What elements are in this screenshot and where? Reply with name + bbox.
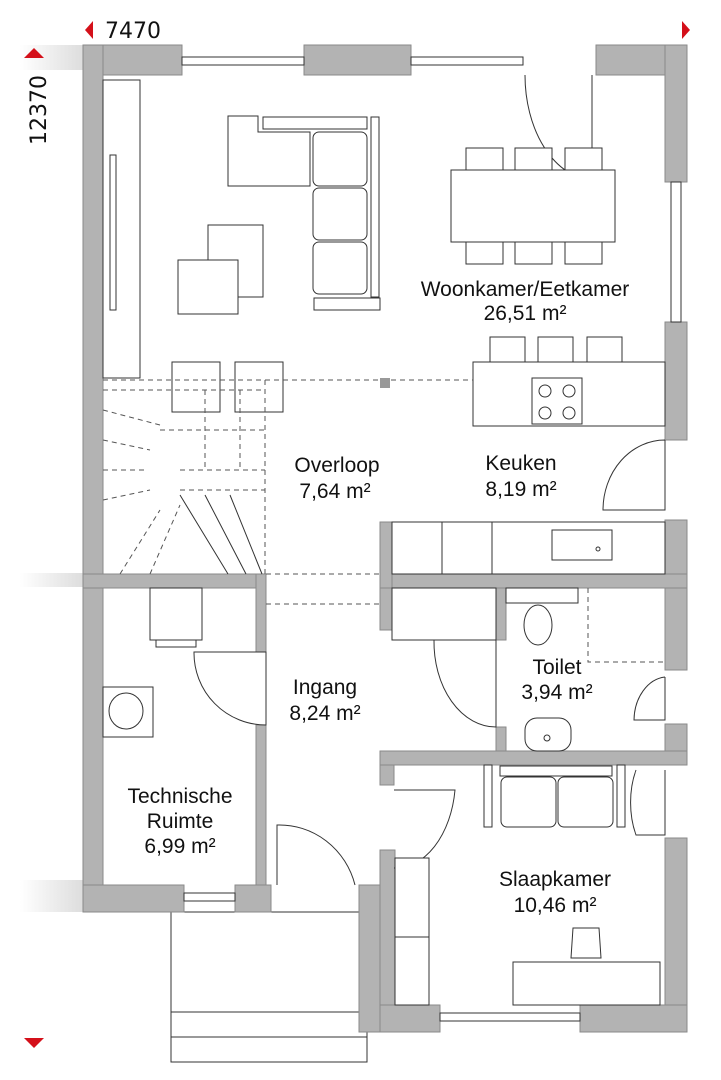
room-ingang: Ingang 8,24 m²	[289, 676, 360, 725]
width-dimension: 7470	[105, 19, 161, 44]
room-name-line2: Ruimte	[147, 810, 214, 833]
room-area: 3,94 m²	[521, 681, 592, 704]
room-name: Overloop	[294, 454, 379, 477]
room-name: Keuken	[485, 452, 556, 475]
staircase	[102, 380, 266, 575]
room-area: 7,64 m²	[299, 480, 370, 503]
room-area: 8,19 m²	[485, 478, 556, 501]
dimension-arrow-right-icon	[682, 21, 690, 39]
room-area: 10,46 m²	[514, 894, 597, 917]
room-area: 8,24 m²	[289, 702, 360, 725]
room-woonkamer: Woonkamer/Eetkamer 26,51 m²	[421, 278, 630, 325]
room-name: Toilet	[532, 656, 581, 679]
shade-mid	[20, 573, 83, 587]
windows	[181, 56, 682, 1022]
room-name: Woonkamer/Eetkamer	[421, 278, 630, 301]
room-technische-ruimte: Technische Ruimte 6,99 m²	[127, 785, 232, 858]
dimension-arrow-left-icon	[85, 21, 93, 39]
room-name: Ingang	[293, 676, 357, 699]
room-overloop: Overloop 7,64 m²	[294, 454, 379, 503]
furniture	[102, 79, 666, 1006]
room-area: 6,99 m²	[144, 835, 215, 858]
room-name: Slaapkamer	[499, 868, 611, 891]
room-slaapkamer: Slaapkamer 10,46 m²	[499, 868, 611, 917]
dimension-arrow-up-icon	[24, 48, 44, 58]
room-name: Technische	[127, 785, 232, 808]
shade-bottom	[20, 880, 83, 912]
depth-dimension: 12370	[27, 75, 52, 145]
room-area: 26,51 m²	[484, 302, 567, 325]
dimension-arrow-down-icon	[24, 1038, 44, 1048]
room-toilet: Toilet 3,94 m²	[521, 656, 592, 704]
entrance-steps	[170, 911, 368, 1063]
room-keuken: Keuken 8,19 m²	[485, 452, 556, 501]
